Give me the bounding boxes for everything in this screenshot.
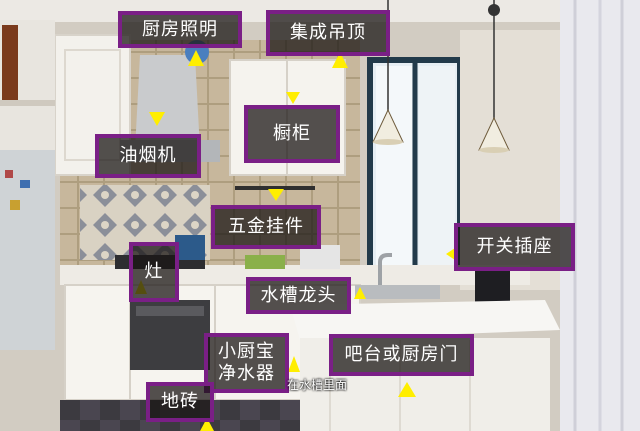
pointer-sink	[354, 287, 366, 299]
label-water-devices: 小厨宝 净水器	[204, 333, 289, 393]
kettle	[475, 270, 510, 302]
label-floor-tile: 地砖	[146, 382, 214, 422]
label-water-purifier-text: 净水器	[218, 363, 275, 384]
fruit-bowl	[245, 255, 285, 269]
label-cabinet: 橱柜	[244, 105, 340, 163]
pot	[175, 235, 205, 260]
label-hardware-fittings: 五金挂件	[211, 205, 321, 249]
label-integrated-ceiling: 集成吊顶	[266, 10, 390, 56]
label-switch-socket: 开关插座	[454, 223, 575, 271]
label-range-hood: 油烟机	[95, 134, 201, 178]
range-hood	[135, 55, 200, 150]
bottle	[2, 25, 18, 100]
label-kitchen-lighting: 厨房照明	[118, 11, 242, 48]
faucet	[378, 253, 392, 285]
pointer-hardware	[268, 189, 284, 201]
pointer-integrated-ceiling	[332, 52, 348, 68]
appliance	[300, 245, 340, 269]
label-water-heater-text: 小厨宝	[218, 341, 275, 363]
sink	[355, 285, 440, 299]
pointer-kitchen-lighting	[188, 50, 204, 66]
bar-counter	[290, 300, 560, 340]
pointer-floor	[200, 418, 214, 431]
pointer-cabinet	[286, 92, 300, 104]
label-bar-counter-or-door: 吧台或厨房门	[329, 334, 474, 376]
label-sink-faucet: 水槽龙头	[246, 277, 351, 314]
pointer-water-devices	[288, 356, 300, 372]
pointer-range-hood	[149, 112, 165, 126]
hanging-rail	[235, 186, 315, 190]
label-stove: 灶	[129, 242, 179, 302]
window-glass-right	[419, 66, 455, 274]
pointer-bar-counter	[398, 382, 416, 397]
window-glass-left	[376, 66, 412, 274]
note-under-sink: 在水槽里面	[287, 378, 348, 392]
